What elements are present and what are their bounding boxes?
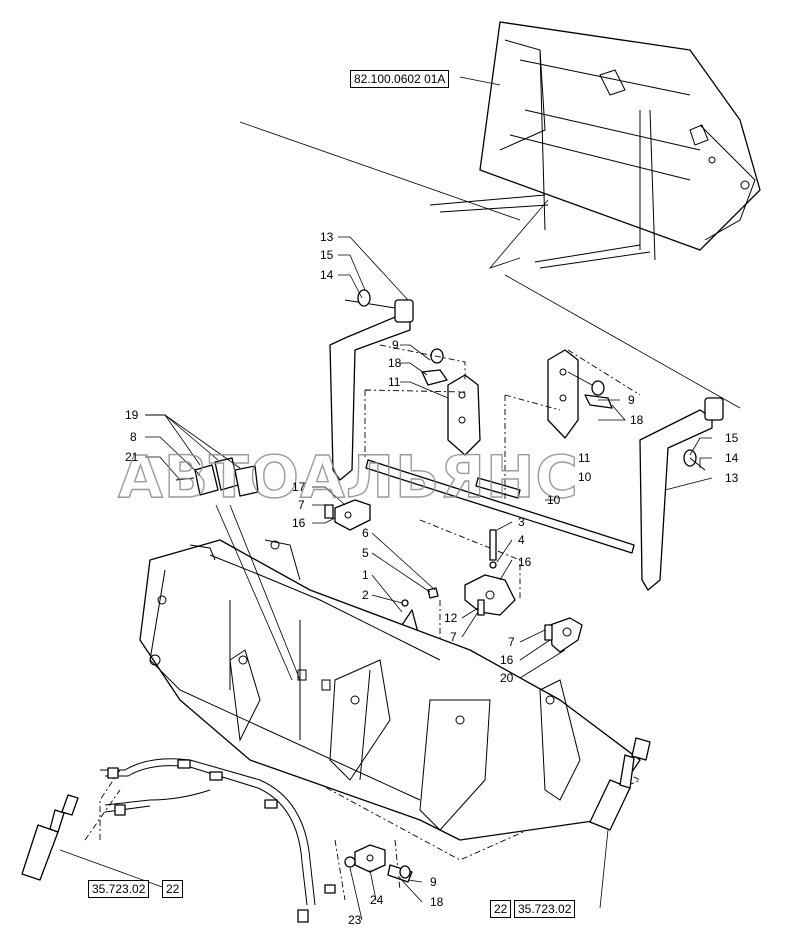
ref-box-left-num[interactable]: 22	[162, 880, 184, 898]
callout-11: 11	[578, 451, 591, 465]
callout-16: 16	[292, 516, 306, 530]
leader-lines	[59, 76, 713, 921]
callout-7: 7	[508, 635, 515, 649]
callout-9: 9	[430, 875, 437, 889]
callout-17: 17	[292, 480, 306, 494]
callout-6: 6	[362, 526, 369, 540]
callout-2: 2	[362, 588, 369, 602]
left-tine	[329, 289, 414, 481]
callout-20: 20	[500, 671, 514, 685]
callout-16: 16	[500, 653, 514, 667]
bottom-bracket	[344, 844, 413, 883]
callout-21: 21	[125, 450, 139, 464]
callout-5: 5	[362, 546, 369, 560]
callout-3: 3	[518, 515, 525, 529]
callout-11: 11	[388, 375, 401, 389]
callout-12: 12	[444, 611, 458, 625]
ref-box-right-num[interactable]: 22	[490, 900, 512, 918]
separator-line	[239, 121, 741, 409]
callout-4: 4	[518, 533, 525, 547]
ref-box-right-code[interactable]: 35.723.02	[514, 900, 576, 918]
left-bracket	[421, 348, 481, 456]
callout-18: 18	[388, 356, 402, 370]
long-rod	[365, 459, 635, 554]
callout-14: 14	[320, 268, 334, 282]
watermark: АВТОАЛЬЯНС	[118, 443, 579, 511]
left-cylinder	[21, 794, 79, 881]
callout-9: 9	[628, 393, 635, 407]
right-tine	[639, 397, 724, 591]
callout-14: 14	[725, 451, 739, 465]
ref-box-top[interactable]: 82.100.0602 01A	[350, 70, 450, 88]
right-cylinder	[589, 737, 651, 831]
callout-7: 7	[450, 630, 457, 644]
callout-23: 23	[348, 913, 362, 927]
callout-numbers: 13 15 14 9 18 11 19 8 21 17 7 16 10 10 1…	[125, 230, 739, 927]
callout-18: 18	[630, 413, 644, 427]
left-clamp	[324, 499, 371, 531]
ref-box-left-code[interactable]: 35.723.02	[88, 880, 150, 898]
callout-16: 16	[518, 555, 532, 569]
callout-8: 8	[130, 430, 137, 444]
callout-10: 10	[547, 493, 561, 507]
callout-15: 15	[725, 431, 739, 445]
callout-10: 10	[578, 470, 592, 484]
center-latch	[464, 529, 516, 616]
callout-13: 13	[320, 230, 334, 244]
callout-18: 18	[430, 895, 444, 909]
callout-15: 15	[320, 248, 334, 262]
bucket	[139, 539, 641, 841]
callout-24: 24	[370, 893, 384, 907]
callout-19: 19	[125, 408, 139, 422]
callout-7: 7	[298, 498, 305, 512]
right-bracket	[547, 349, 613, 439]
bale-fork-assembly	[429, 21, 761, 269]
callout-1: 1	[362, 568, 369, 582]
pads	[175, 457, 259, 497]
callout-13: 13	[725, 471, 739, 485]
hydraulic-hoses	[100, 758, 336, 923]
callout-9: 9	[392, 338, 399, 352]
right-lever	[544, 617, 583, 653]
